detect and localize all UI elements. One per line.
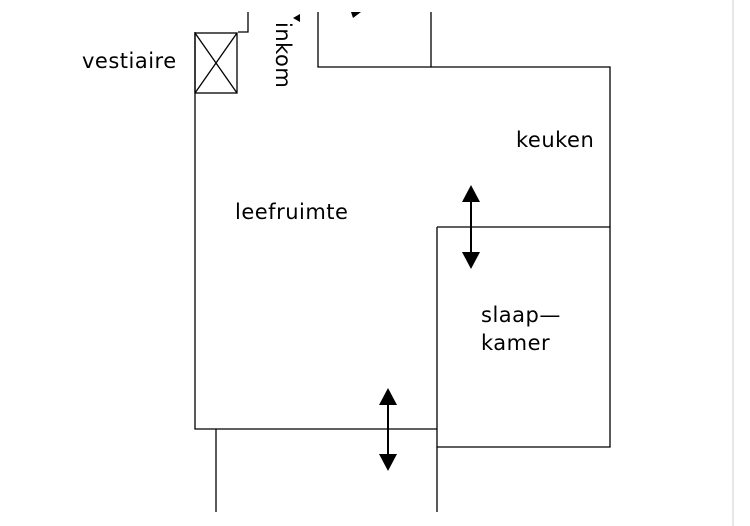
label-slaapkamer-line2: kamer xyxy=(481,331,550,355)
living-room-walls xyxy=(431,66,611,227)
label-keuken: keuken xyxy=(516,128,594,152)
inkom-marker xyxy=(293,14,300,22)
label-inkom: inkom xyxy=(271,22,295,88)
bedroom-walls xyxy=(436,226,611,448)
label-leefruimte: leefruimte xyxy=(235,200,348,224)
left-wall xyxy=(194,32,437,430)
corridor-double-arrow xyxy=(379,388,397,471)
label-slaapkamer-line1: slaap— xyxy=(481,303,561,327)
door-swing-mark xyxy=(351,12,361,18)
bedroom-double-arrow xyxy=(462,185,480,269)
entrance-corridor-right xyxy=(317,12,432,68)
label-vestiaire: vestiaire xyxy=(82,49,177,73)
vestiaire-box xyxy=(194,32,238,94)
entrance-wall-left xyxy=(238,12,249,33)
vestiaire-cross-2 xyxy=(194,32,238,94)
